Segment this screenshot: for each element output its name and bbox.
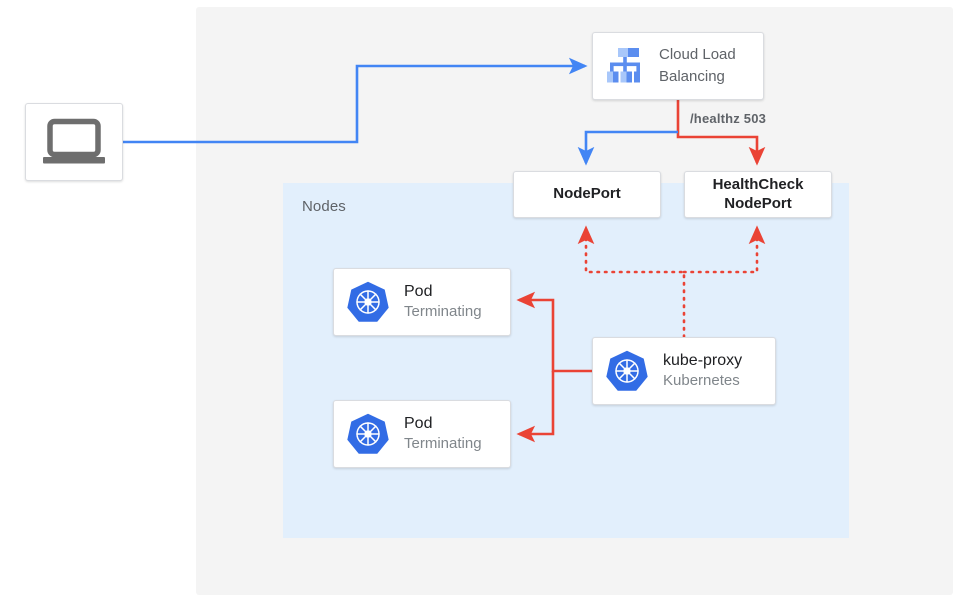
cloud-load-balancing-line-1: Cloud Load [659, 46, 736, 64]
healthz-edge-label: /healthz 503 [690, 111, 767, 126]
nodes-region-label: Nodes [302, 198, 346, 215]
nodeport-node[interactable]: NodePort [513, 171, 661, 218]
cloud-load-balancing-icon [607, 48, 640, 83]
pod-node-1-inner: Pod Terminating [334, 269, 510, 335]
healthcheck-nodeport-line-1: HealthCheck [712, 175, 804, 193]
pod-node-1[interactable]: Pod Terminating [333, 268, 511, 336]
cloud-load-balancing-node[interactable]: Cloud Load Balancing [592, 32, 764, 100]
kube-proxy-node[interactable]: kube-proxy Kubernetes [592, 337, 776, 405]
client-node[interactable] [25, 103, 123, 181]
kube-proxy-subtitle: Kubernetes [663, 372, 740, 390]
healthcheck-nodeport-line-2: NodePort [724, 194, 792, 212]
kubernetes-icon [347, 413, 389, 454]
cloud-load-balancing-label: Cloud Load Balancing [659, 44, 736, 88]
healthcheck-nodeport-label: HealthCheck NodePort [713, 176, 804, 214]
pod-node-2-status: Terminating [404, 435, 482, 453]
pod-node-2-inner: Pod Terminating [334, 401, 510, 467]
kubernetes-icon [347, 281, 389, 322]
pod-node-1-title: Pod [404, 283, 433, 301]
pod-node-2[interactable]: Pod Terminating [333, 400, 511, 468]
pod-node-1-text: Pod Terminating [404, 282, 482, 322]
healthcheck-nodeport-node[interactable]: HealthCheck NodePort [684, 171, 832, 218]
pod-node-1-status: Terminating [404, 303, 482, 321]
laptop-icon [43, 118, 105, 164]
pod-node-2-text: Pod Terminating [404, 414, 482, 454]
pod-node-2-title: Pod [404, 415, 433, 433]
nodeport-label: NodePort [553, 185, 621, 203]
kube-proxy-inner: kube-proxy Kubernetes [593, 338, 775, 404]
kubernetes-icon [606, 350, 648, 391]
kube-proxy-text: kube-proxy Kubernetes [663, 351, 742, 391]
kube-proxy-title: kube-proxy [663, 352, 743, 370]
cloud-load-balancing-line-2: Balancing [659, 68, 725, 85]
